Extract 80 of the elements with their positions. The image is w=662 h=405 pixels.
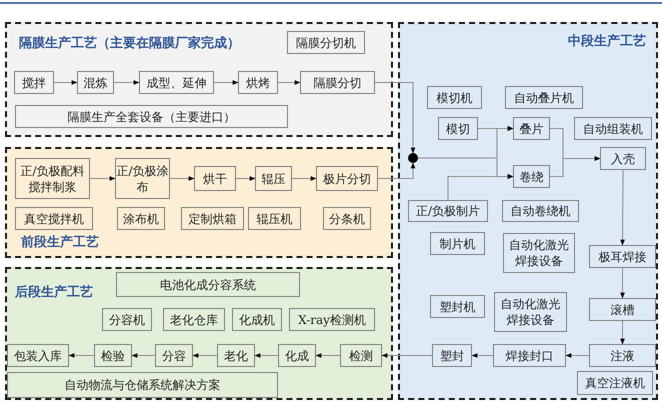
equipment-box: 塑封机: [430, 295, 485, 318]
equipment-box: 电池化成分容系统: [116, 272, 300, 297]
process-box: 滚槽: [589, 298, 656, 321]
equipment-box: 模切机: [427, 86, 482, 109]
connector-arrow: [254, 353, 278, 358]
process-box: 正/负极配料搅拌制浆: [15, 158, 90, 199]
process-box: 烘干: [194, 166, 236, 191]
panel-title: 后段生产工艺: [15, 285, 93, 301]
equipment-box: 隔膜生产全套设备（主要进口）: [15, 105, 288, 128]
stage-panel: [5, 267, 393, 400]
equipment-box: 辊压机: [248, 207, 301, 230]
connector-arrow: [192, 353, 218, 358]
equipment-box: 涂布机: [117, 207, 165, 230]
equipment-box: 自动叠片机: [505, 86, 583, 109]
connector-arrow: [170, 176, 195, 181]
equipment-box: 自动卷绕机: [502, 200, 579, 222]
connector-arrow: [90, 176, 116, 181]
equipment-box: 自动化激光焊接设备: [494, 292, 567, 332]
process-box: 正/负极制片: [408, 200, 488, 222]
connector-arrow: [374, 82, 416, 154]
connector-arrow: [381, 353, 432, 358]
process-box: 注液: [589, 344, 656, 367]
process-box: 成型、延伸: [139, 71, 214, 94]
process-box: 焊接封口: [493, 344, 566, 367]
process-box: 辊压: [255, 166, 292, 191]
panel-title: 前段生产工艺: [21, 235, 99, 251]
equipment-box: 定制烘箱: [181, 207, 244, 230]
junction-dot: [408, 153, 418, 163]
process-box: 搅拌: [14, 71, 54, 94]
process-box: 入壳: [600, 147, 646, 170]
connector-arrow: [378, 162, 416, 179]
process-box: 卷绕: [513, 165, 550, 188]
process-box: 模切: [438, 117, 478, 140]
connector-arrow: [68, 353, 94, 358]
stage-panel: [5, 147, 393, 258]
equipment-box: 自动组装机: [574, 117, 652, 140]
process-box: 极片分切: [316, 166, 378, 191]
equipment-box: 真空注液机: [577, 371, 653, 395]
process-box: 检验: [94, 344, 132, 367]
equipment-box: 老化仓库: [163, 308, 225, 331]
stage-panel: [5, 22, 393, 137]
equipment-box: 制片机: [430, 232, 485, 255]
equipment-box: 化成机: [232, 308, 282, 331]
connector-arrow: [114, 80, 140, 85]
stage-panel: [398, 22, 658, 400]
connector-arrow: [471, 353, 494, 358]
process-box: 化成: [278, 344, 316, 367]
connector-arrow: [131, 353, 156, 358]
connector-arrow: [214, 80, 239, 85]
connector-arrow: [236, 176, 256, 181]
connector-arrow: [550, 156, 601, 177]
connector-arrow: [448, 174, 514, 200]
equipment-box: 隔膜分切机: [287, 31, 365, 54]
process-box: 检测: [340, 344, 382, 367]
process-box: 老化: [217, 344, 255, 367]
process-box: 烘烤: [238, 71, 278, 94]
equipment-box: X-ray检测机: [289, 308, 375, 331]
process-box: 混炼: [77, 71, 114, 94]
connector-arrow: [292, 176, 317, 181]
equipment-box: 真空搅拌机: [15, 207, 93, 230]
equipment-box: 分条机: [323, 207, 371, 230]
process-box: 正/负极涂布: [115, 158, 170, 199]
connector-arrow: [620, 268, 625, 299]
panel-title: 中段生产工艺: [568, 34, 646, 50]
process-box: 隔膜分切: [300, 71, 375, 94]
connector-arrow: [565, 353, 590, 358]
process-box: 塑封: [432, 344, 472, 367]
connector-arrow: [315, 353, 340, 358]
process-box: 叠片: [513, 117, 550, 140]
connector-arrow: [54, 80, 78, 85]
connector-arrow: [278, 80, 301, 85]
equipment-box: 分容机: [102, 308, 152, 331]
equipment-box: 自动化激光焊接设备: [503, 233, 575, 273]
equipment-box: 自动物流与仓储系统解决方案: [7, 372, 278, 398]
process-box: 包装入库: [7, 344, 69, 367]
process-box: 分容: [155, 344, 193, 367]
panel-title: 隔膜生产工艺（主要在隔膜厂家完成）: [19, 36, 240, 52]
connector-arrow: [620, 320, 625, 345]
process-box: 极耳焊接: [589, 245, 656, 268]
connector-arrow: [620, 170, 625, 246]
